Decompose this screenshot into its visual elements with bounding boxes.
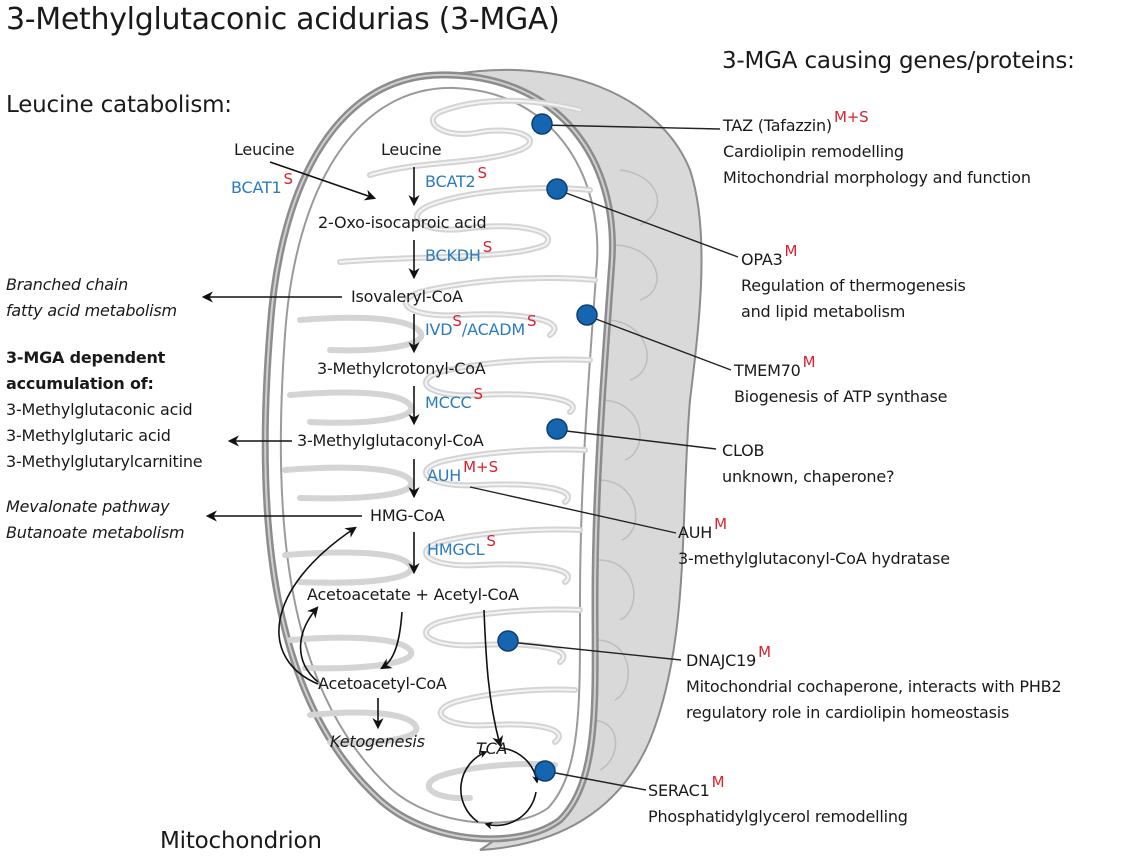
enzyme-name: HMGCL bbox=[427, 540, 485, 559]
figure-title: 3-Methylglutaconic acidurias (3-MGA) bbox=[6, 2, 560, 37]
protein-dot-opa3 bbox=[546, 178, 568, 200]
arrow-acetoacetyl-to-hmg bbox=[278, 526, 357, 685]
protein-description: Phosphatidylglycerol remodelling bbox=[648, 807, 908, 826]
pathway-arrows bbox=[372, 167, 420, 730]
leucine-cytosol: Leucine bbox=[234, 140, 295, 159]
protein-name: TMEM70 bbox=[734, 361, 801, 380]
left-heading: Leucine catabolism: bbox=[6, 92, 232, 118]
protein-name: AUH bbox=[678, 523, 713, 542]
inheritance-superscript: S bbox=[473, 385, 484, 403]
bcat1-arrow bbox=[269, 161, 377, 201]
protein-dot-dnajc19 bbox=[497, 630, 519, 652]
inheritance-superscript: S bbox=[486, 532, 496, 550]
arrow-acetoacetyl-to-acetoacetate bbox=[299, 606, 319, 683]
tca-label: TCA bbox=[476, 739, 508, 758]
enzyme-name-ivd: IVD bbox=[425, 320, 453, 339]
enzyme-name: BCAT2 bbox=[425, 172, 476, 191]
protein-dot-clob bbox=[546, 418, 568, 440]
protein-description: Mitochondrial morphology and function bbox=[723, 168, 1031, 187]
protein-description: and lipid metabolism bbox=[741, 302, 906, 321]
accumulated-metabolite: 3-Methylglutarylcarnitine bbox=[6, 452, 203, 471]
right-heading: 3-MGA causing genes/proteins: bbox=[722, 48, 1075, 74]
slash: / bbox=[461, 320, 468, 339]
output-line: Butanoate metabolism bbox=[6, 523, 185, 542]
inheritance-superscript: S bbox=[283, 170, 294, 188]
protein-dot-serac1 bbox=[534, 760, 556, 782]
inheritance-superscript: S bbox=[452, 312, 462, 330]
metabolite-acetoacetyl-coa: Acetoacetyl-CoA bbox=[318, 674, 447, 693]
inheritance-superscript: M bbox=[802, 353, 816, 371]
enzyme-name: MCCC bbox=[425, 393, 472, 412]
metabolite-oxo-isocaproic: 2-Oxo-isocaproic acid bbox=[318, 213, 487, 232]
enzyme-name: AUH bbox=[427, 466, 462, 485]
ketogenesis-label: Ketogenesis bbox=[330, 732, 425, 751]
arrow-acetoacetate-to-acetoacetyl bbox=[380, 611, 403, 670]
mitochondrion-label: Mitochondrion bbox=[160, 828, 322, 854]
protein-taz: TAZ (Tafazzin)M+S Cardiolipin remodellin… bbox=[723, 108, 1031, 191]
accumulation-block: 3-MGA dependent accumulation of: 3-Methy… bbox=[6, 345, 203, 475]
protein-name: SERAC1 bbox=[648, 781, 710, 800]
inheritance-superscript: M bbox=[758, 643, 771, 661]
metabolite-methylcrotonyl-coa: 3-Methylcrotonyl-CoA bbox=[317, 359, 486, 378]
protein-dot-taz bbox=[531, 113, 553, 135]
protein-description: unknown, chaperone? bbox=[722, 467, 895, 486]
enzyme-name: BCAT1 bbox=[231, 178, 282, 197]
inheritance-superscript: M+S bbox=[833, 108, 869, 126]
metabolite-isovaleryl-coa: Isovaleryl-CoA bbox=[351, 287, 463, 306]
protein-description: 3-methylglutaconyl-CoA hydratase bbox=[678, 549, 950, 568]
protein-description: Regulation of thermogenesis bbox=[741, 276, 966, 295]
output-line: fatty acid metabolism bbox=[6, 301, 177, 320]
enzyme-name: BCKDH bbox=[425, 246, 481, 265]
output-line: Branched chain bbox=[6, 275, 129, 294]
accumulation-heading: 3-MGA dependent bbox=[6, 348, 166, 367]
inheritance-superscript: M bbox=[784, 242, 798, 260]
inheritance-superscript: S bbox=[477, 164, 488, 182]
protein-dot-tmem70 bbox=[576, 304, 598, 326]
protein-dots bbox=[497, 113, 598, 782]
metabolite-hmg-coa: HMG-CoA bbox=[370, 506, 445, 525]
protein-description: regulatory role in cardiolipin homeostas… bbox=[686, 703, 1010, 722]
inheritance-superscript: M bbox=[711, 773, 725, 791]
inheritance-superscript: S bbox=[527, 312, 537, 330]
inheritance-superscript: S bbox=[482, 238, 493, 256]
inheritance-superscript: M+S bbox=[463, 458, 499, 476]
protein-clob: CLOB unknown, chaperone? bbox=[722, 438, 895, 490]
crescent-cristae bbox=[589, 169, 659, 771]
branched-chain-output: Branched chain fatty acid metabolism bbox=[6, 272, 177, 324]
arrow-acetyl-to-tca bbox=[483, 609, 504, 748]
mevalonate-output: Mevalonate pathway Butanoate metabolism bbox=[6, 494, 185, 546]
protein-description: Mitochondrial cochaperone, interacts wit… bbox=[686, 677, 1062, 696]
accumulation-heading: accumulation of: bbox=[6, 374, 154, 393]
protein-name: DNAJC19 bbox=[686, 651, 757, 670]
protein-description: Cardiolipin remodelling bbox=[723, 142, 904, 161]
protein-name: TAZ (Tafazzin) bbox=[723, 116, 832, 135]
enzyme-name-acadm: ACADM bbox=[467, 320, 526, 339]
protein-connectors bbox=[469, 124, 739, 791]
tca-cycle-icon bbox=[460, 747, 541, 830]
protein-description: Biogenesis of ATP synthase bbox=[734, 387, 948, 406]
leucine-mito: Leucine bbox=[381, 140, 442, 159]
accumulated-metabolite: 3-Methylglutaric acid bbox=[6, 426, 171, 445]
accumulated-metabolite: 3-Methylglutaconic acid bbox=[6, 400, 193, 419]
protein-name: OPA3 bbox=[741, 250, 783, 269]
metabolite-methylglutaconyl-coa: 3-Methylglutaconyl-CoA bbox=[297, 431, 484, 450]
inheritance-superscript: M bbox=[714, 515, 727, 533]
metabolite-acetoacetate-acetyl-coa: Acetoacetate + Acetyl-CoA bbox=[307, 585, 519, 604]
output-line: Mevalonate pathway bbox=[6, 497, 170, 516]
protein-name: CLOB bbox=[722, 441, 765, 460]
